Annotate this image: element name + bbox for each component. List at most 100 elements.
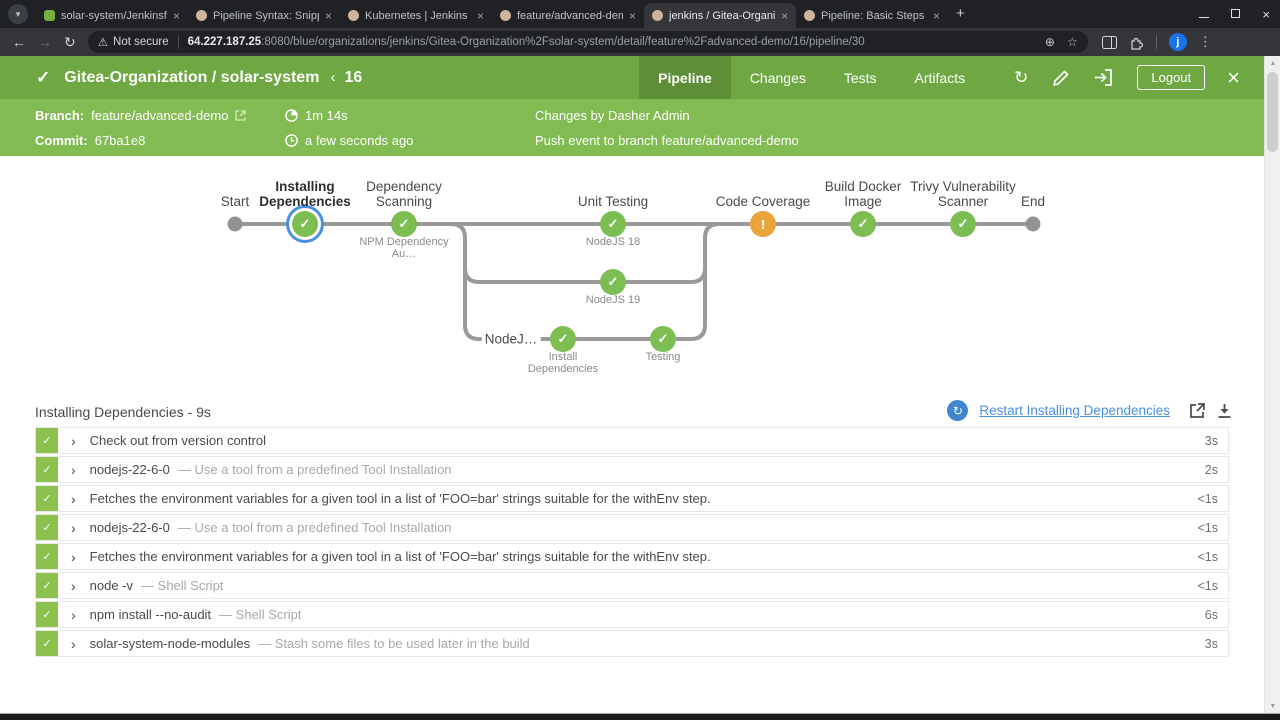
tab-close-icon[interactable]: ×: [173, 9, 180, 23]
step-duration: 3s: [1205, 637, 1218, 651]
graph-node-start[interactable]: [228, 217, 243, 232]
rerun-icon[interactable]: ↻: [1014, 68, 1028, 88]
graph-node-code-coverage[interactable]: !: [750, 211, 776, 237]
expand-chevron-icon[interactable]: ›: [71, 433, 76, 449]
restart-stage-link[interactable]: Restart Installing Dependencies: [979, 403, 1170, 418]
forward-button[interactable]: →: [38, 34, 52, 50]
tab-close-icon[interactable]: ×: [781, 9, 788, 23]
browser-tab-1[interactable]: solar-system/Jenkinsfile at featu ×: [36, 3, 188, 28]
security-badge[interactable]: ⚠ Not secure: [98, 35, 179, 49]
graph-node-nodejs-19[interactable]: ✓: [600, 269, 626, 295]
expand-chevron-icon[interactable]: ›: [71, 462, 76, 478]
new-tab-button[interactable]: +: [956, 5, 965, 22]
tab-close-icon[interactable]: ×: [933, 9, 940, 23]
tab-search-button[interactable]: ▾: [8, 4, 28, 24]
parallel-label-install-dependencies: Install Dependencies: [520, 351, 606, 375]
url-host: 64.227.187.25: [188, 36, 262, 48]
step-row[interactable]: ✓ › node -v — Shell Script <1s: [35, 572, 1229, 599]
tab-close-icon[interactable]: ×: [477, 9, 484, 23]
external-link-icon[interactable]: [235, 110, 246, 121]
run-cause: Push event to branch feature/advanced-de…: [535, 133, 799, 148]
browser-tab-4[interactable]: feature/advanced-demo [Gitea ×: [492, 3, 644, 28]
graph-node-testing[interactable]: ✓: [650, 326, 676, 352]
tab-pipeline[interactable]: Pipeline: [639, 56, 731, 99]
step-row[interactable]: ✓ › nodejs-22-6-0 — Use a tool from a pr…: [35, 456, 1229, 483]
tab-changes[interactable]: Changes: [731, 56, 825, 99]
step-duration: <1s: [1197, 550, 1218, 564]
graph-node-dependency-scanning[interactable]: ✓: [391, 211, 417, 237]
scrollbar-thumb[interactable]: [1267, 72, 1278, 152]
pipeline-breadcrumb[interactable]: Gitea-Organization / solar-system: [64, 69, 319, 87]
window-controls: ×: [1199, 0, 1270, 28]
logout-button[interactable]: Logout: [1137, 65, 1205, 90]
edit-pencil-icon[interactable]: [1052, 69, 1070, 87]
graph-node-end[interactable]: [1026, 217, 1041, 232]
check-icon: ✓: [958, 216, 969, 232]
step-row[interactable]: ✓ › Fetches the environment variables fo…: [35, 485, 1229, 512]
browser-tab-6[interactable]: Pipeline: Basic Steps ×: [796, 3, 948, 28]
url-bar[interactable]: ⚠ Not secure 64.227.187.25 :8080/blue/or…: [88, 31, 1088, 53]
check-icon: ✓: [42, 463, 51, 476]
expand-chevron-icon[interactable]: ›: [71, 636, 76, 652]
check-icon: ✓: [608, 274, 619, 290]
header-close-icon[interactable]: ×: [1227, 65, 1240, 91]
step-title: Fetches the environment variables for a …: [90, 491, 711, 506]
run-info-bar: Branch: feature/advanced-demo Commit: 67…: [0, 99, 1264, 156]
scroll-down-icon[interactable]: ▼: [1265, 699, 1280, 713]
window-maximize-button[interactable]: [1231, 5, 1240, 23]
browser-tab-5-active[interactable]: jenkins / Gitea-Organization/so ×: [644, 3, 796, 28]
graph-node-installing-dependencies[interactable]: ✓: [292, 211, 318, 237]
page-scrollbar[interactable]: ▲ ▼: [1264, 56, 1280, 713]
check-icon: ✓: [42, 637, 51, 650]
clock-icon: [285, 134, 298, 147]
browser-tab-2[interactable]: Pipeline Syntax: Snippet Genera ×: [188, 3, 340, 28]
extensions-puzzle-icon[interactable]: [1129, 35, 1144, 50]
tab-artifacts[interactable]: Artifacts: [896, 56, 985, 99]
step-row[interactable]: ✓ › solar-system-node-modules — Stash so…: [35, 630, 1229, 657]
restart-stage-icon[interactable]: ↻: [947, 400, 968, 421]
expand-chevron-icon[interactable]: ›: [71, 491, 76, 507]
tab-close-icon[interactable]: ×: [629, 9, 636, 23]
step-status-bar: ✓: [36, 515, 58, 540]
step-row[interactable]: ✓ › nodejs-22-6-0 — Use a tool from a pr…: [35, 514, 1229, 541]
bookmark-star-icon[interactable]: ☆: [1067, 35, 1078, 49]
reload-button[interactable]: ↻: [64, 34, 76, 51]
download-log-icon[interactable]: [1217, 403, 1232, 419]
step-description: — Shell Script: [141, 578, 223, 593]
side-panel-icon[interactable]: [1102, 36, 1117, 49]
graph-node-trivy-scanner[interactable]: ✓: [950, 211, 976, 237]
expand-chevron-icon[interactable]: ›: [71, 520, 76, 536]
expand-chevron-icon[interactable]: ›: [71, 549, 76, 565]
check-icon: ✓: [608, 216, 619, 232]
graph-node-install-dependencies[interactable]: ✓: [550, 326, 576, 352]
go-to-classic-icon[interactable]: [1094, 69, 1113, 86]
scroll-up-icon[interactable]: ▲: [1265, 56, 1280, 70]
step-row[interactable]: ✓ › Check out from version control 3s: [35, 427, 1229, 454]
graph-node-nodejs-18[interactable]: ✓: [600, 211, 626, 237]
stage-label-start: Start: [221, 194, 250, 209]
parallel-label-nodejs-18: NodeJS 18: [568, 236, 658, 248]
tab-tests[interactable]: Tests: [825, 56, 896, 99]
branch-label: Branch:: [35, 108, 84, 123]
expand-chevron-icon[interactable]: ›: [71, 607, 76, 623]
header-actions: ↻ Logout: [1014, 65, 1205, 90]
window-minimize-button[interactable]: [1199, 5, 1209, 23]
check-icon: ✓: [42, 579, 51, 592]
parallel-label-nodejs-19: NodeJS 19: [568, 294, 658, 306]
step-row[interactable]: ✓ › Fetches the environment variables fo…: [35, 543, 1229, 570]
step-title: npm install --no-audit: [90, 607, 211, 622]
window-close-button[interactable]: ×: [1262, 7, 1270, 22]
back-button[interactable]: ←: [12, 34, 26, 50]
open-in-new-window-icon[interactable]: [1189, 402, 1206, 419]
warning-icon: ⚠: [98, 35, 108, 49]
step-description: — Use a tool from a predefined Tool Inst…: [178, 520, 452, 535]
browser-menu-icon[interactable]: ⋮: [1199, 34, 1212, 50]
expand-chevron-icon[interactable]: ›: [71, 578, 76, 594]
tab-close-icon[interactable]: ×: [325, 9, 332, 23]
zoom-icon[interactable]: ⊕: [1045, 35, 1055, 49]
browser-tab-3[interactable]: Kubernetes | Jenkins plugin ×: [340, 3, 492, 28]
profile-avatar[interactable]: j: [1169, 33, 1187, 51]
jenkins-favicon-icon: [652, 10, 663, 21]
graph-node-build-docker-image[interactable]: ✓: [850, 211, 876, 237]
step-row[interactable]: ✓ › npm install --no-audit — Shell Scrip…: [35, 601, 1229, 628]
